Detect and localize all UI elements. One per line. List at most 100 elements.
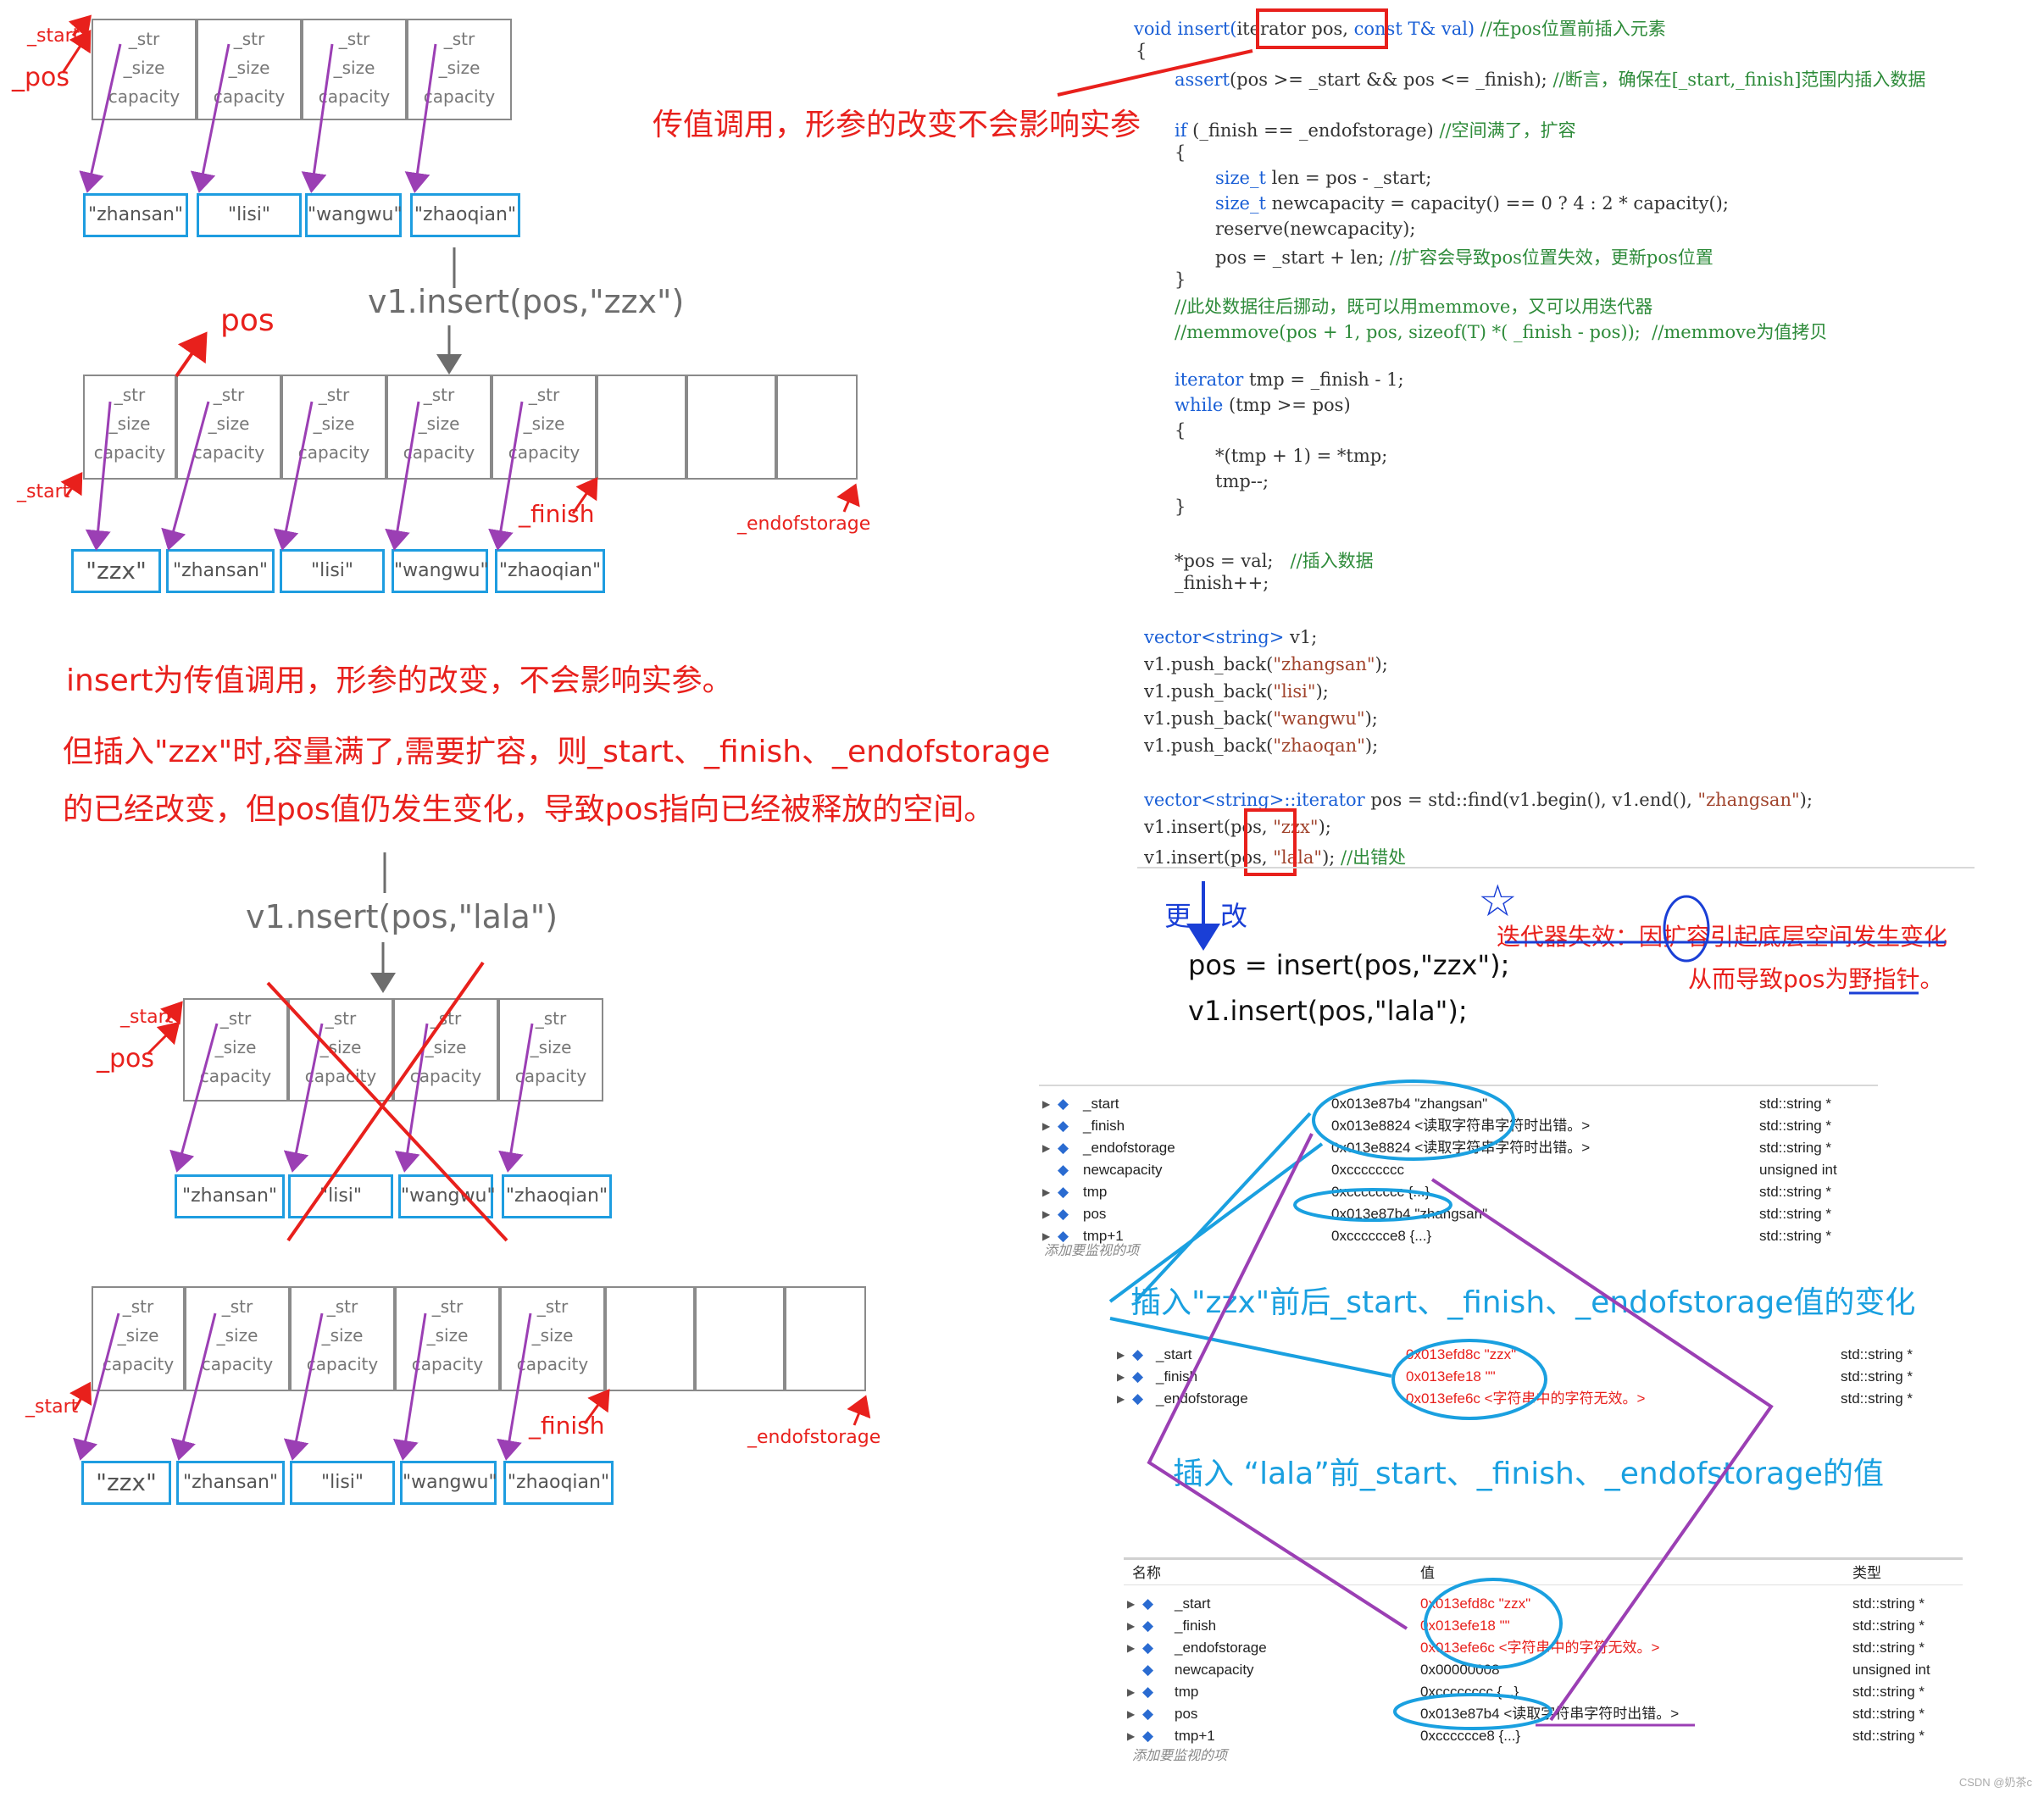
endofstorage-label: _endofstorage bbox=[737, 513, 871, 535]
watch-value: 0xcccccce8 {...} bbox=[1331, 1228, 1432, 1244]
arrow bbox=[497, 1312, 532, 1461]
vector-cell: _str _size capacity bbox=[393, 998, 498, 1102]
expand-icon[interactable]: ▶ bbox=[1127, 1730, 1136, 1742]
code-line: //memmove(pos + 1, pos, sizeof(T) *( _fi… bbox=[1175, 322, 1828, 342]
vector-cell: _str _size capacity bbox=[92, 1286, 185, 1391]
expand-icon[interactable]: ▶ bbox=[1042, 1098, 1051, 1110]
expand-icon[interactable]: ▶ bbox=[1042, 1120, 1051, 1132]
watch-type: std::string * bbox=[1759, 1228, 1832, 1244]
expand-icon[interactable]: ▶ bbox=[1117, 1393, 1125, 1405]
string-box: "lisi" bbox=[197, 193, 302, 237]
code-line: { bbox=[1175, 142, 1186, 163]
code-line: { bbox=[1175, 420, 1186, 441]
arrow bbox=[68, 14, 92, 39]
watch-type: std::string * bbox=[1759, 1118, 1832, 1134]
string-box: "zhaoqian" bbox=[503, 1461, 614, 1505]
connector bbox=[1147, 1133, 1408, 1630]
watch-name: _finish bbox=[1175, 1618, 1217, 1634]
add-watch-item[interactable]: 添加要监视的项 bbox=[1132, 1749, 1228, 1763]
cross-out bbox=[286, 961, 485, 1242]
arrow bbox=[301, 43, 334, 193]
expand-icon[interactable]: ▶ bbox=[1042, 1186, 1051, 1198]
expand-icon[interactable]: ▶ bbox=[1127, 1620, 1136, 1632]
star-icon: ☆ bbox=[1478, 876, 1518, 927]
caption-zzx-change: 插入"zzx"前后_start、_finish、_endofstorage值的变… bbox=[1130, 1285, 1916, 1320]
code-line: } bbox=[1175, 269, 1186, 290]
arrow bbox=[79, 43, 122, 193]
variable-icon: ◆ bbox=[1058, 1184, 1069, 1200]
code-line: tmp--; bbox=[1215, 471, 1269, 491]
vector-cell-empty bbox=[597, 375, 686, 480]
expand-icon[interactable]: ▶ bbox=[1117, 1349, 1125, 1361]
arrow bbox=[583, 1389, 610, 1424]
string-box: "zhansan" bbox=[175, 1174, 285, 1218]
vector-cell: _str _size capacity bbox=[386, 375, 492, 480]
expand-icon[interactable]: ▶ bbox=[1127, 1708, 1136, 1720]
variable-icon: ◆ bbox=[1142, 1728, 1154, 1744]
circle-mark bbox=[1424, 1578, 1563, 1669]
fix-note-1: 迭代器失效：因扩容引起底层空间发生变化 bbox=[1497, 923, 1948, 951]
watch-type: std::string * bbox=[1841, 1390, 1913, 1407]
code-line: vector<string> v1; bbox=[1144, 627, 1318, 647]
string-box: "wangwu" bbox=[305, 193, 403, 237]
variable-icon: ◆ bbox=[1142, 1618, 1154, 1634]
watch-value: 0x013efe18 "" bbox=[1406, 1368, 1496, 1385]
column-value-header[interactable]: 值 bbox=[1420, 1565, 1435, 1581]
arrow bbox=[169, 1023, 219, 1173]
watch-value: 0x013e8824 <读取字符串字符时出错。> bbox=[1331, 1118, 1591, 1134]
watch-type: std::string * bbox=[1852, 1706, 1925, 1722]
watch-name: _endofstorage bbox=[1083, 1140, 1175, 1156]
arrow bbox=[160, 1001, 183, 1025]
arrow bbox=[69, 1381, 92, 1411]
arrow bbox=[175, 331, 208, 378]
watch-type: std::string * bbox=[1852, 1684, 1925, 1700]
watch-name: pos bbox=[1083, 1206, 1107, 1222]
expand-icon[interactable]: ▶ bbox=[1117, 1371, 1125, 1383]
code-line: size_t newcapacity = capacity() == 0 ? 4… bbox=[1215, 193, 1729, 214]
start-label: _start bbox=[25, 1396, 79, 1418]
code-line: v1.insert(pos, "zzx"); bbox=[1144, 817, 1331, 837]
arrow bbox=[61, 29, 92, 74]
expand-icon[interactable]: ▶ bbox=[1127, 1642, 1136, 1654]
vector-cell: _str _size capacity bbox=[290, 1286, 395, 1391]
watch-value: 0xcccccccc {...} bbox=[1331, 1184, 1430, 1200]
watch-name: _start bbox=[1175, 1595, 1211, 1612]
column-name-header[interactable]: 名称 bbox=[1132, 1565, 1161, 1581]
vector-cell: _str _size capacity bbox=[83, 375, 176, 480]
variable-icon: ◆ bbox=[1132, 1390, 1144, 1407]
expand-icon[interactable]: ▶ bbox=[1042, 1142, 1051, 1154]
arrow bbox=[73, 1312, 120, 1461]
column-type-header[interactable]: 类型 bbox=[1852, 1565, 1881, 1581]
expand-icon[interactable]: ▶ bbox=[1127, 1686, 1136, 1698]
call-insert-zzx: v1.insert(pos,"zzx") bbox=[368, 283, 685, 320]
watch-type: std::string * bbox=[1759, 1206, 1832, 1222]
fix-line-2: v1.insert(pos,"lala"); bbox=[1188, 995, 1468, 1027]
code-line: size_t len = pos - _start; bbox=[1215, 168, 1432, 188]
string-box: "lisi" bbox=[288, 1174, 393, 1218]
arrow bbox=[190, 43, 231, 193]
connector bbox=[1109, 1317, 1392, 1378]
expand-icon[interactable]: ▶ bbox=[1042, 1208, 1051, 1220]
vector-cell: _str _size capacity bbox=[498, 998, 603, 1102]
connector bbox=[1057, 49, 1253, 97]
arrow bbox=[847, 1395, 871, 1426]
add-watch-item[interactable]: 添加要监视的项 bbox=[1044, 1244, 1140, 1258]
expand-icon[interactable]: ▶ bbox=[1042, 1230, 1051, 1242]
expand-icon[interactable]: ▶ bbox=[1127, 1598, 1136, 1610]
vector-cell-empty bbox=[695, 1286, 785, 1391]
string-box: "wangwu" bbox=[398, 1174, 496, 1218]
variable-icon: ◆ bbox=[1132, 1346, 1144, 1362]
